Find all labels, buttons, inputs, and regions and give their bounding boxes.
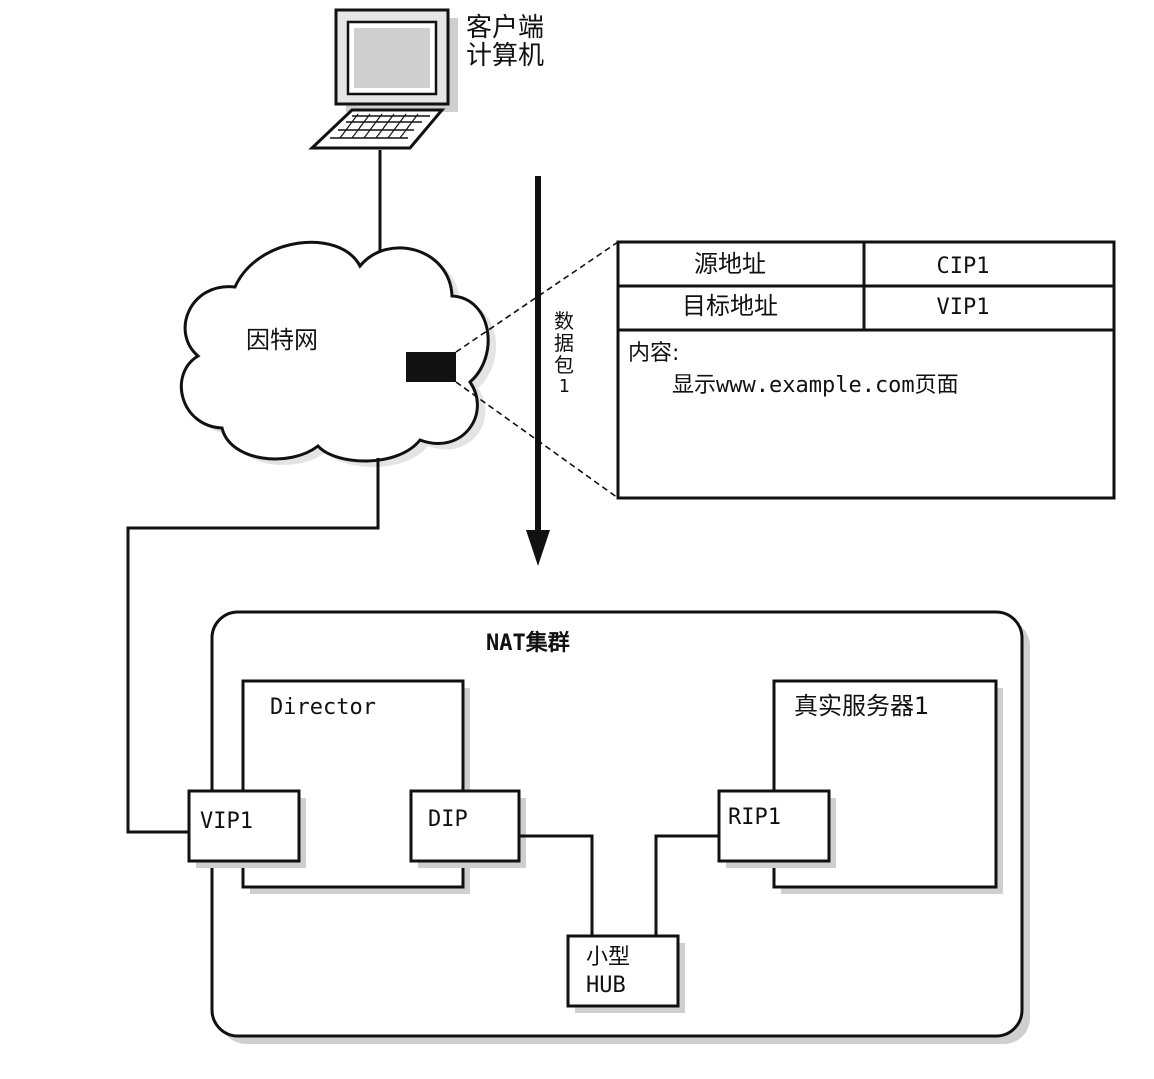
client-label-line2: 计算机 bbox=[466, 41, 544, 71]
packet-icon bbox=[406, 352, 456, 382]
rip-label: RIP1 bbox=[728, 805, 781, 830]
callout-line-bottom bbox=[455, 381, 619, 499]
vip-label: VIP1 bbox=[200, 809, 253, 834]
dip-port bbox=[409, 789, 521, 863]
client-label-line1: 客户端 bbox=[466, 13, 544, 43]
packet-table bbox=[616, 240, 1116, 500]
vip-port bbox=[187, 789, 301, 863]
packet-arrow-label: 数 据 包 1 bbox=[554, 309, 574, 397]
packet-arrow-label-char: 数 bbox=[554, 309, 574, 333]
table-value-destination: VIP1 bbox=[937, 295, 990, 320]
real-server-label: 真实服务器1 bbox=[794, 692, 929, 720]
internet-cloud-icon bbox=[180, 240, 497, 468]
hub-box bbox=[566, 934, 680, 1008]
hub-label-line2: HUB bbox=[586, 973, 626, 998]
table-content-value: 显示www.example.com页面 bbox=[672, 373, 959, 398]
rip-port bbox=[717, 789, 831, 863]
dip-label: DIP bbox=[428, 807, 468, 832]
internet-vip-link bbox=[126, 458, 380, 834]
packet-arrow-label-char: 1 bbox=[559, 376, 570, 397]
cluster-title: NAT集群 bbox=[486, 630, 570, 656]
table-field-source: 源地址 bbox=[694, 250, 766, 278]
table-content-label: 内容: bbox=[628, 341, 679, 366]
dip-hub-link bbox=[520, 834, 594, 936]
internet-label: 因特网 bbox=[246, 326, 318, 354]
packet-arrow-label-char: 包 bbox=[554, 353, 574, 377]
packet-arrow-head bbox=[526, 530, 550, 566]
packet-arrow-label-char: 据 bbox=[554, 331, 574, 355]
table-field-destination: 目标地址 bbox=[682, 292, 778, 320]
rip-hub-link bbox=[654, 834, 719, 936]
director-label: Director bbox=[270, 695, 376, 720]
table-value-source: CIP1 bbox=[937, 254, 990, 279]
callout-line-top bbox=[455, 241, 619, 353]
client-computer-icon bbox=[308, 8, 458, 150]
hub-label-line1: 小型 bbox=[586, 945, 630, 970]
